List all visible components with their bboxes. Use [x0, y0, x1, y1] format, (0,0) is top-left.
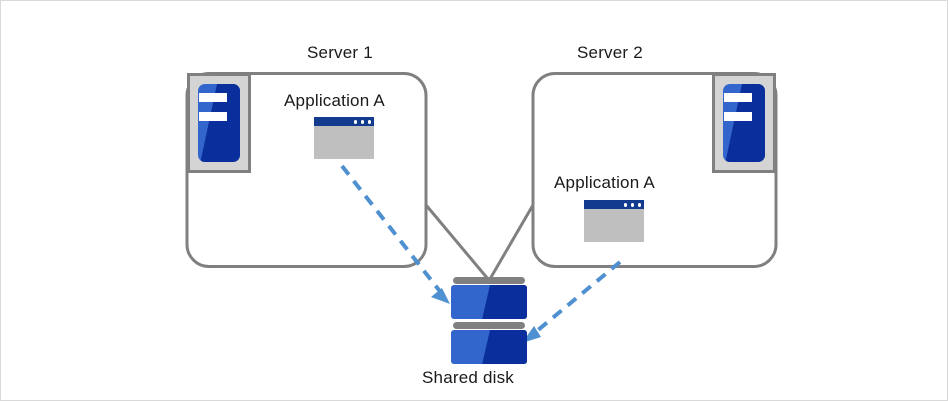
application-window-icon[interactable] [314, 117, 374, 159]
server-unit-bar-bottom [724, 112, 752, 121]
window-dot-2 [630, 203, 634, 207]
shared-disk-icon[interactable] [451, 277, 527, 364]
server-machine-icon [712, 73, 776, 173]
server-1-disk-connector [424, 204, 490, 280]
window-dot-3 [637, 203, 641, 207]
server-1-title: Server 1 [307, 43, 373, 62]
server-2-access-arrow [522, 260, 622, 343]
server-unit-bar-top [199, 93, 227, 102]
server-1-access-arrow [340, 164, 450, 304]
server-2-application-label: Application A [554, 173, 655, 192]
disk-platter-top [451, 285, 527, 319]
window-dot-3 [367, 120, 371, 124]
window-titlebar [584, 200, 644, 209]
window-dot-2 [360, 120, 364, 124]
server-machine-icon [187, 73, 251, 173]
disk-bar-top [453, 277, 525, 284]
server-2-title: Server 2 [577, 43, 643, 62]
server-2-disk-connector [488, 204, 535, 280]
window-titlebar [314, 117, 374, 126]
shared-disk-label: Shared disk [422, 368, 514, 387]
window-dot-1 [353, 120, 357, 124]
application-window-icon[interactable] [584, 200, 644, 242]
disk-bar-bottom [453, 322, 525, 329]
server-1-application-label: Application A [284, 91, 385, 110]
server-unit-bar-top [724, 93, 752, 102]
server-unit-bar-bottom [199, 112, 227, 121]
server-2-box[interactable] [531, 72, 778, 268]
window-dot-1 [623, 203, 627, 207]
disk-platter-bottom [451, 330, 527, 364]
